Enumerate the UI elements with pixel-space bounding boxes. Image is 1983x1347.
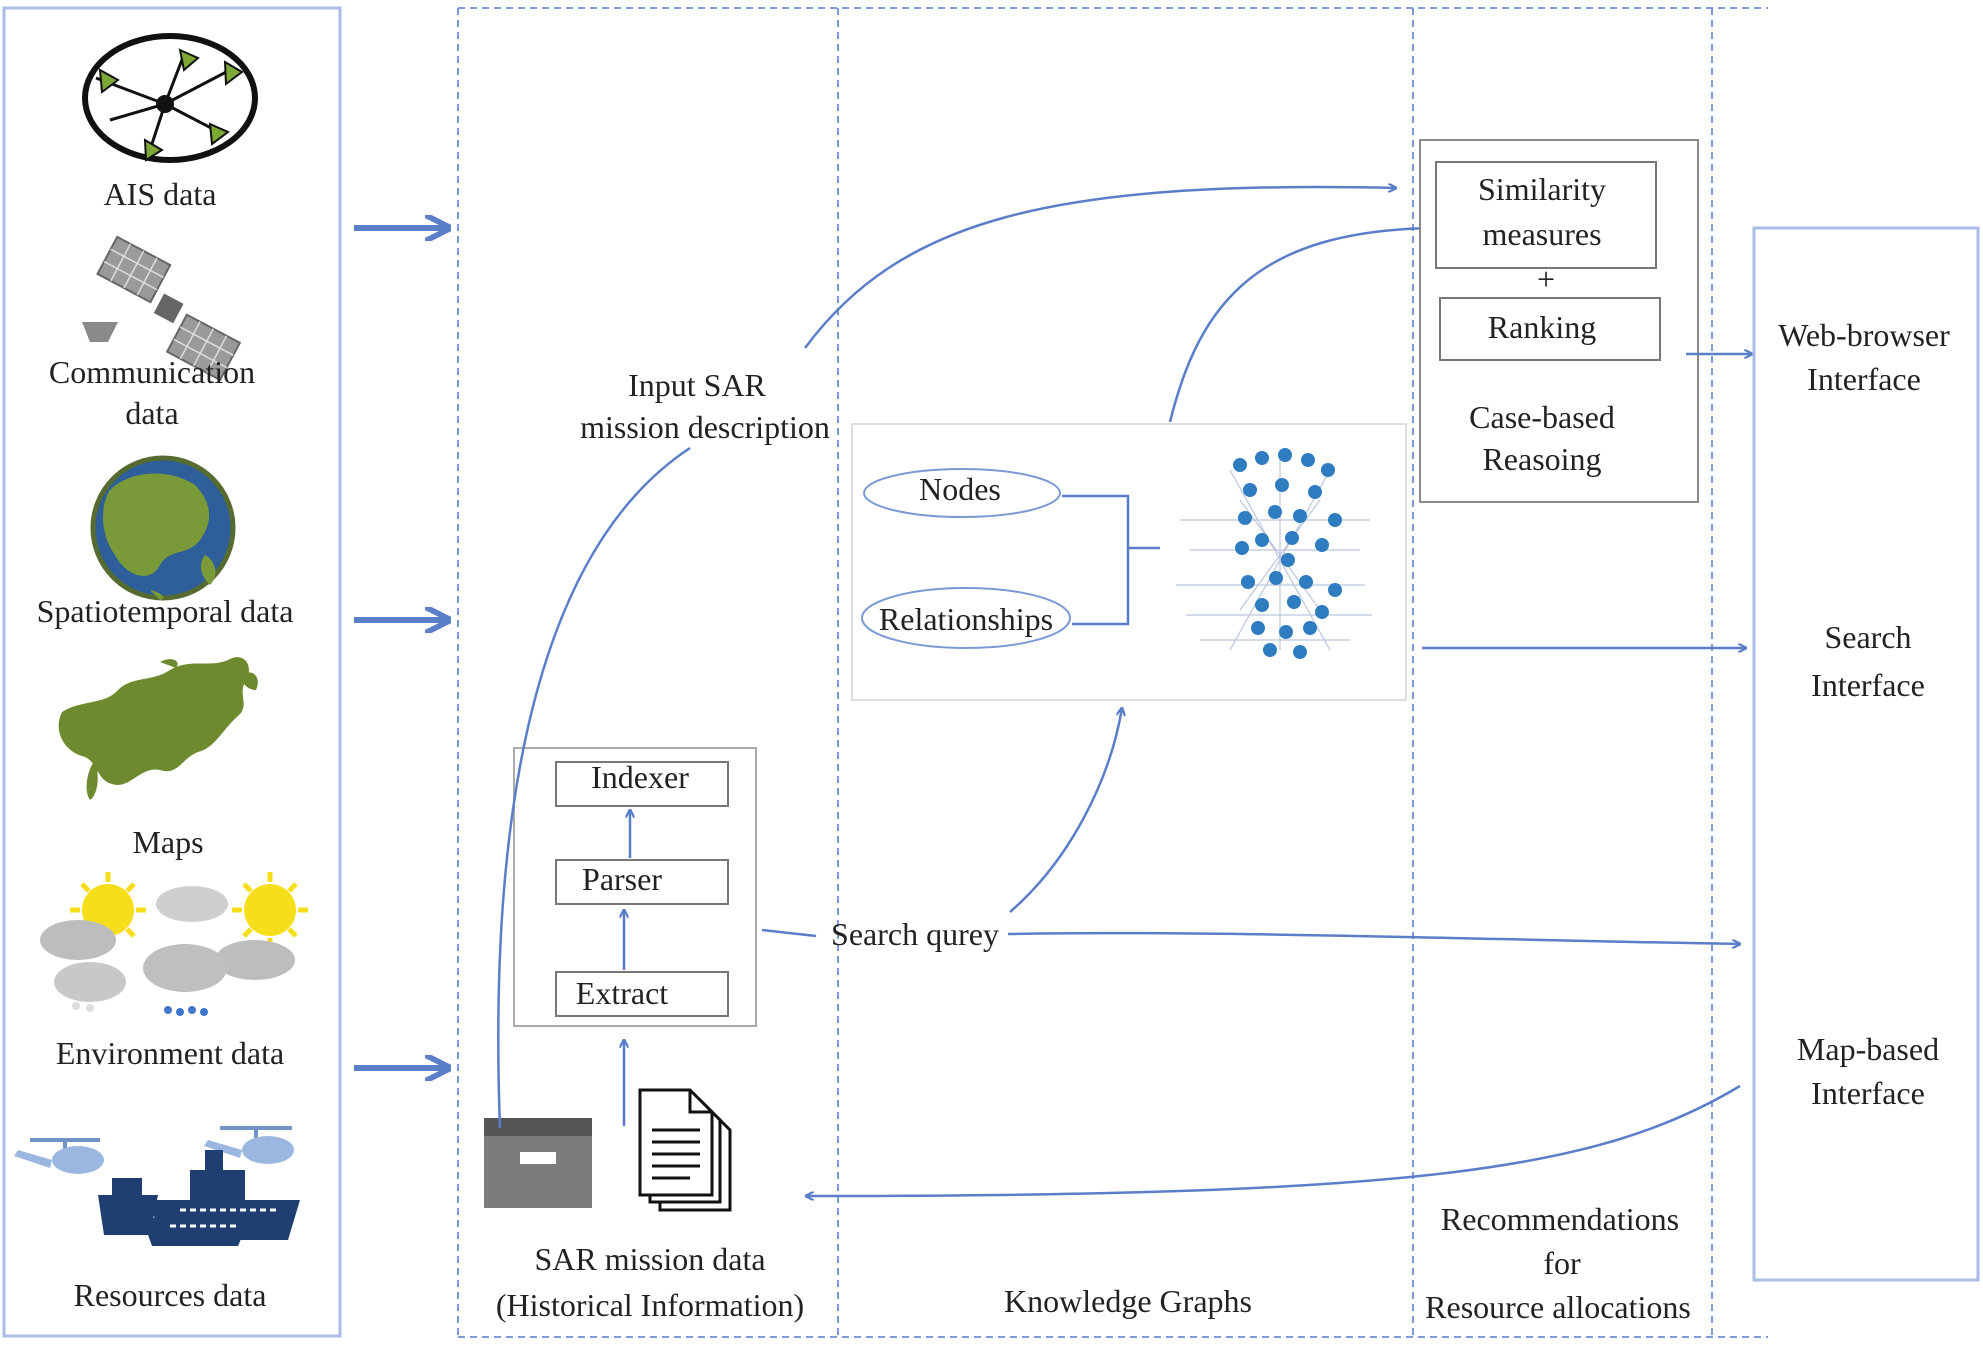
resources-data-label: Resources data: [74, 1277, 267, 1313]
map-interface-label-2: Interface: [1811, 1075, 1925, 1111]
nodes-ellipse: [863, 468, 1061, 518]
parser-box: [555, 859, 729, 905]
relationships-ellipse: [861, 587, 1071, 649]
web-browser-interface-label-2: Interface: [1807, 361, 1921, 397]
search-interface-label-1: Search: [1824, 619, 1911, 655]
ais-data-label: AIS data: [104, 176, 217, 212]
ranking-box: [1439, 297, 1661, 361]
recommendations-label-3: Resource allocations: [1425, 1289, 1691, 1325]
pipeline-to-query-line: [761, 928, 817, 938]
extract-box: [555, 971, 729, 1017]
map-interface-label-1: Map-based: [1797, 1031, 1939, 1067]
weather-icon: [40, 872, 308, 1016]
indexer-box: [555, 761, 729, 807]
recommendations-label-1: Recommendations: [1441, 1201, 1679, 1237]
satellite-icon: [82, 235, 242, 382]
archive-to-input-line: [497, 446, 691, 1129]
input-to-cbr-arrow: [803, 187, 1396, 349]
relationships-label: Relationships: [879, 601, 1053, 637]
input-sar-label-2: mission description: [580, 409, 830, 445]
web-browser-interface-label-1: Web-browser: [1778, 317, 1950, 353]
communication-data-label-2: data: [125, 395, 178, 431]
sar-mission-data-label-1: SAR mission data: [534, 1241, 765, 1277]
document-icon: [638, 1088, 732, 1212]
ranking-label: Ranking: [1488, 309, 1596, 345]
ais-network-icon: [82, 33, 258, 163]
maps-label: Maps: [132, 824, 203, 860]
similarity-label-1: Similarity: [1478, 171, 1606, 207]
recommendations-label-2: for: [1543, 1245, 1581, 1281]
nodes-label: Nodes: [919, 471, 1001, 507]
similarity-measures-box: [1435, 161, 1657, 269]
plus-label: +: [1537, 261, 1555, 297]
communication-data-label-1: Communication: [49, 354, 255, 390]
kg-to-similarity-arrow: [1168, 228, 1436, 423]
query-to-search-interface-arrow: [1007, 931, 1740, 944]
parser-label: Parser: [582, 861, 662, 897]
resources-icon: [14, 1126, 300, 1246]
map-icon: [58, 657, 258, 800]
search-query-label: Search qurey: [831, 916, 999, 952]
data-sources-panel: [2, 6, 342, 1338]
environment-data-label: Environment data: [56, 1035, 284, 1071]
similarity-label-2: measures: [1482, 216, 1601, 252]
nodes-relationships-bracket: [1062, 494, 1160, 626]
globe-icon: [90, 455, 236, 601]
map-interface-to-sar-data-arrow: [806, 1084, 1741, 1196]
input-sar-label-1: Input SAR: [628, 367, 766, 403]
indexer-label: Indexer: [591, 759, 689, 795]
sar-mission-data-label-2: (Historical Information): [496, 1287, 804, 1323]
knowledge-graphs-label: Knowledge Graphs: [1004, 1283, 1252, 1319]
cbr-title-2: Reasoing: [1482, 441, 1601, 477]
interfaces-panel: [1752, 226, 1980, 1282]
spatiotemporal-data-label: Spatiotemporal data: [37, 593, 294, 629]
column-separators: [457, 7, 1768, 1338]
extract-label: Extract: [576, 975, 669, 1011]
query-to-kg-arrow: [1009, 708, 1122, 913]
cbr-title-1: Case-based: [1469, 399, 1615, 435]
archive-box-icon: [484, 1118, 592, 1208]
search-interface-label-2: Interface: [1811, 667, 1925, 703]
knowledge-graph-icon: [1176, 448, 1372, 659]
